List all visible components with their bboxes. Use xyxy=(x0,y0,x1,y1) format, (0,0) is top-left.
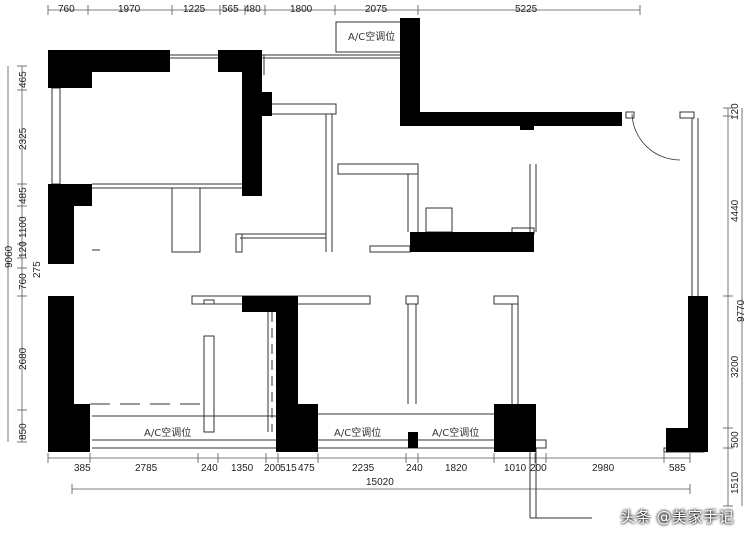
dim-left-8: 2680 xyxy=(18,347,29,370)
top-dimension-line xyxy=(47,5,641,15)
ac-label-bottom-middle: A/C空调位 xyxy=(334,426,381,439)
door-frame xyxy=(625,111,635,119)
dim-top-6: 1800 xyxy=(290,4,313,15)
dim-bottom-4: 1350 xyxy=(231,463,254,474)
dim-bottom-14: 585 xyxy=(669,463,686,474)
dim-top-2: 1970 xyxy=(118,4,141,15)
dim-top-5: 480 xyxy=(244,4,261,15)
dim-right-3: 3200 xyxy=(730,355,741,378)
dim-bottom-3: 240 xyxy=(201,463,218,474)
dim-top-1: 760 xyxy=(58,4,75,15)
dim-left-5: 120 xyxy=(18,241,29,258)
dim-bottom-6: 515 xyxy=(280,463,297,474)
dim-bottom-5: 200 xyxy=(264,463,281,474)
right-dimension-line xyxy=(723,107,743,507)
partition-walls xyxy=(51,21,705,519)
dim-top-3: 1225 xyxy=(183,4,206,15)
dim-top-7: 2075 xyxy=(365,4,388,15)
bottom-dimension-line xyxy=(47,453,691,494)
dim-bottom-total: 15020 xyxy=(366,477,394,488)
door-swing-arc xyxy=(631,113,681,161)
dim-bottom-2: 2785 xyxy=(135,463,158,474)
dim-left-3: 485 xyxy=(18,187,29,204)
dim-bottom-13: 2980 xyxy=(592,463,615,474)
ac-label-bottom-right: A/C空调位 xyxy=(432,426,479,439)
dim-left-7: 760 xyxy=(18,273,29,290)
dim-bottom-12: 200 xyxy=(530,463,547,474)
dim-right-4: 500 xyxy=(730,431,741,448)
dim-left-9: 850 xyxy=(18,423,29,440)
dim-bottom-9: 240 xyxy=(406,463,423,474)
top-dimension-labels: 760 1970 1225 565 480 1800 2075 5225 xyxy=(58,4,538,15)
bottom-dimension-labels: 385 2785 240 1350 200 515 475 2235 240 1… xyxy=(74,463,686,488)
right-dimension-labels: 120 4440 3200 500 1510 9770 xyxy=(730,103,747,494)
watermark: 头条 @美家手记 xyxy=(620,508,734,526)
dim-right-5: 1510 xyxy=(730,471,741,494)
dim-top-8: 5225 xyxy=(515,4,538,15)
dim-left-6: 275 xyxy=(32,261,43,278)
dim-right-2: 4440 xyxy=(730,199,741,222)
left-dimension-line xyxy=(7,65,27,443)
dim-bottom-8: 2235 xyxy=(352,463,375,474)
dim-right-1: 120 xyxy=(730,103,741,120)
dim-left-2: 2325 xyxy=(18,127,29,150)
dim-top-4: 565 xyxy=(222,4,239,15)
dim-bottom-7: 475 xyxy=(298,463,315,474)
ac-label-top: A/C空调位 xyxy=(348,30,395,43)
dim-bottom-1: 385 xyxy=(74,463,91,474)
structural-walls xyxy=(48,18,708,452)
dim-left-1: 465 xyxy=(18,71,29,88)
ac-label-bottom-left: A/C空调位 xyxy=(144,426,191,439)
dim-right-total: 9770 xyxy=(736,299,747,322)
dim-bottom-10: 1820 xyxy=(445,463,468,474)
dim-bottom-11: 1010 xyxy=(504,463,527,474)
left-dimension-labels: 465 2325 485 1100 120 275 760 2680 850 9… xyxy=(4,71,43,440)
dim-left-4: 1100 xyxy=(18,216,29,238)
dim-left-total: 9060 xyxy=(4,245,15,268)
